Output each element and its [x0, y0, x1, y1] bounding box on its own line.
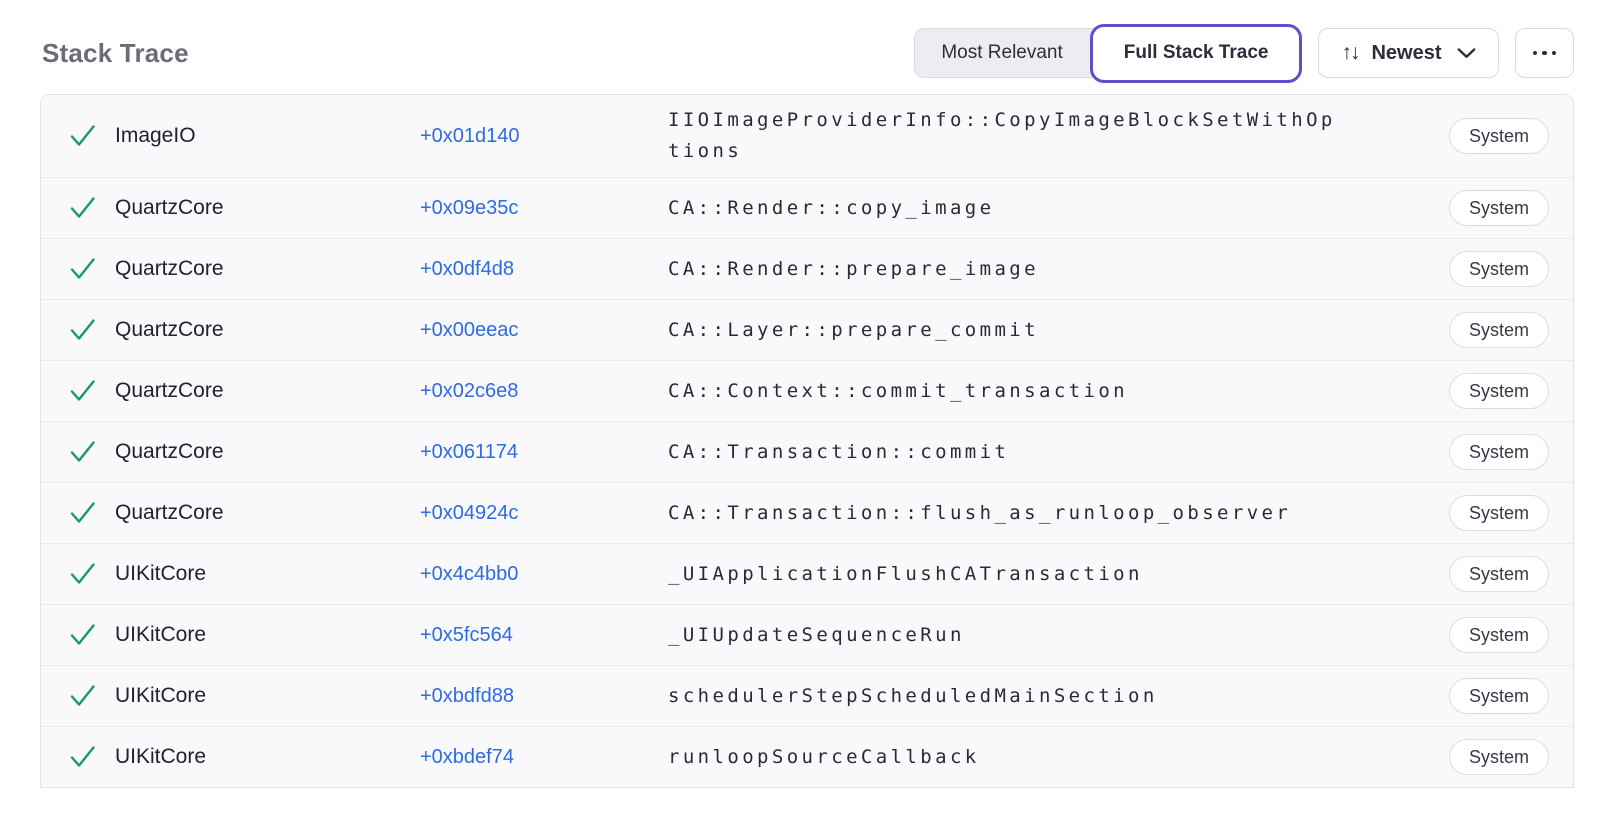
check-icon — [69, 439, 96, 465]
frame-offset-link[interactable]: +0x01d140 — [420, 124, 520, 147]
check-icon — [69, 378, 96, 404]
function-name: schedulerStepScheduledMainSection — [668, 684, 1158, 707]
frame-offset-link[interactable]: +0x4c4bb0 — [420, 562, 519, 585]
frame-offset-link[interactable]: +0x00eeac — [420, 318, 519, 341]
function-name: CA::Render::prepare_image — [668, 257, 1039, 280]
stack-frame-row[interactable]: QuartzCore +0x061174 CA::Transaction::co… — [41, 421, 1573, 482]
frame-offset-link[interactable]: +0x0df4d8 — [420, 257, 514, 280]
function-name: CA::Transaction::commit — [668, 440, 1010, 463]
check-icon — [69, 317, 96, 343]
stack-frame-row[interactable]: UIKitCore +0xbdfd88 schedulerStepSchedul… — [41, 665, 1573, 726]
system-badge: System — [1448, 678, 1549, 714]
function-name: _UIUpdateSequenceRun — [668, 623, 965, 646]
stack-frame-row[interactable]: QuartzCore +0x0df4d8 CA::Render::prepare… — [41, 238, 1573, 299]
check-icon — [69, 683, 96, 709]
library-name: QuartzCore — [115, 440, 224, 463]
frame-offset-link[interactable]: +0x09e35c — [420, 196, 519, 219]
check-icon — [69, 195, 96, 221]
header-controls: Most Relevant Full Stack Trace ↑↓ Newest — [914, 23, 1574, 83]
stack-frame-row[interactable]: QuartzCore +0x02c6e8 CA::Context::commit… — [41, 360, 1573, 421]
check-icon — [69, 622, 96, 648]
function-name: runloopSourceCallback — [668, 745, 980, 768]
chevron-down-icon — [1457, 47, 1475, 58]
frame-offset-link[interactable]: +0x061174 — [420, 440, 519, 463]
system-badge: System — [1448, 190, 1549, 226]
frame-offset-link[interactable]: +0x02c6e8 — [420, 379, 519, 402]
check-icon — [69, 500, 96, 526]
system-badge: System — [1448, 373, 1549, 409]
stack-trace-header: Stack Trace Most Relevant Full Stack Tra… — [0, 0, 1614, 83]
stack-trace-table: ImageIO +0x01d140 IIOImageProviderInfo::… — [40, 94, 1574, 788]
function-name: CA::Context::commit_transaction — [668, 379, 1129, 402]
more-options-button[interactable] — [1514, 28, 1574, 78]
library-name: UIKitCore — [115, 745, 207, 768]
stack-frame-row[interactable]: QuartzCore +0x00eeac CA::Layer::prepare_… — [41, 299, 1573, 360]
stack-frame-row[interactable]: UIKitCore +0xbdef74 runloopSourceCallbac… — [41, 726, 1573, 787]
sort-arrows-icon: ↑↓ — [1341, 41, 1360, 64]
most-relevant-button[interactable]: Most Relevant — [914, 28, 1108, 78]
library-name: UIKitCore — [115, 684, 207, 707]
sort-order-button[interactable]: ↑↓ Newest — [1318, 28, 1499, 78]
library-name: QuartzCore — [115, 257, 224, 280]
frame-offset-link[interactable]: +0xbdef74 — [420, 745, 514, 768]
sort-selected-label: Newest — [1371, 41, 1442, 64]
ellipsis-icon — [1532, 50, 1556, 56]
library-name: UIKitCore — [115, 562, 207, 585]
view-toggle: Most Relevant Full Stack Trace — [914, 23, 1303, 83]
system-badge: System — [1448, 556, 1549, 592]
check-icon — [69, 744, 96, 770]
stack-frame-row[interactable]: QuartzCore +0x04924c CA::Transaction::fl… — [41, 482, 1573, 543]
full-stack-trace-button[interactable]: Full Stack Trace — [1089, 23, 1303, 83]
system-badge: System — [1448, 739, 1549, 775]
system-badge: System — [1448, 251, 1549, 287]
frame-offset-link[interactable]: +0x04924c — [420, 501, 519, 524]
check-icon — [69, 561, 96, 587]
frame-offset-link[interactable]: +0xbdfd88 — [420, 684, 514, 707]
stack-frame-row[interactable]: QuartzCore +0x09e35c CA::Render::copy_im… — [41, 177, 1573, 238]
function-name: CA::Transaction::flush_as_runloop_observ… — [668, 501, 1292, 524]
stack-frame-row[interactable]: UIKitCore +0x5fc564 _UIUpdateSequenceRun… — [41, 604, 1573, 665]
check-icon — [69, 123, 96, 149]
library-name: UIKitCore — [115, 623, 207, 646]
library-name: QuartzCore — [115, 318, 224, 341]
stack-frame-row[interactable]: UIKitCore +0x4c4bb0 _UIApplicationFlushC… — [41, 543, 1573, 604]
function-name: _UIApplicationFlushCATransaction — [668, 562, 1143, 585]
function-name: CA::Render::copy_image — [668, 196, 995, 219]
page-title: Stack Trace — [42, 37, 189, 68]
system-badge: System — [1448, 617, 1549, 653]
library-name: QuartzCore — [115, 196, 224, 219]
system-badge: System — [1448, 312, 1549, 348]
system-badge: System — [1448, 434, 1549, 470]
stack-frame-row[interactable]: ImageIO +0x01d140 IIOImageProviderInfo::… — [41, 95, 1573, 177]
library-name: QuartzCore — [115, 501, 224, 524]
frame-offset-link[interactable]: +0x5fc564 — [420, 623, 513, 646]
library-name: ImageIO — [115, 124, 196, 147]
system-badge: System — [1448, 118, 1549, 154]
system-badge: System — [1448, 495, 1549, 531]
function-name: IIOImageProviderInfo::CopyImageBlockSetW… — [668, 109, 1336, 162]
check-icon — [69, 256, 96, 282]
library-name: QuartzCore — [115, 379, 224, 402]
function-name: CA::Layer::prepare_commit — [668, 318, 1039, 341]
